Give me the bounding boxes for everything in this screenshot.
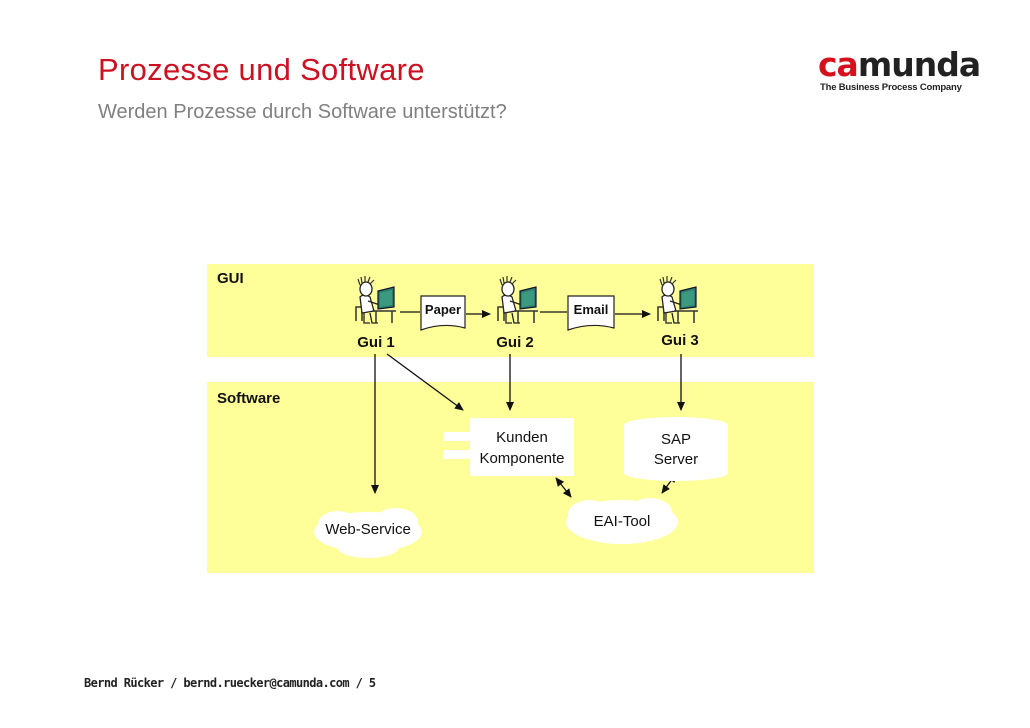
sap-server-label-line1: SAP <box>660 431 691 448</box>
user-gui3-icon <box>657 275 699 324</box>
paper-label: Paper <box>424 302 462 317</box>
webservice-cloud <box>314 508 422 558</box>
logo-tagline: The Business Process Company <box>820 82 962 93</box>
gui-band-label: GUI <box>217 270 244 287</box>
webservice-label: Web-Service <box>325 521 411 538</box>
arrow-kunden-eai <box>555 477 572 498</box>
user-gui2-icon <box>497 275 539 324</box>
footer-text: Bernd Rücker / bernd.ruecker@camunda.com… <box>84 676 376 690</box>
sap-server-shape <box>624 417 728 481</box>
logo-wordmark: camunda <box>818 45 981 84</box>
kunden-komponente-label-line1: Kunden <box>496 429 548 446</box>
software-band-label: Software <box>217 390 281 407</box>
eai-tool-cloud <box>566 498 678 544</box>
gui3-label: Gui 3 <box>661 332 699 349</box>
logo-wordmark-accent: ca <box>818 45 859 84</box>
gui2-label: Gui 2 <box>496 334 534 351</box>
page-subtitle: Werden Prozesse durch Software unterstüt… <box>98 101 507 123</box>
user-gui1-icon <box>355 275 397 324</box>
sap-server-label-line2: Server <box>653 451 699 468</box>
kunden-komponente-shape <box>443 418 574 476</box>
kunden-komponente-label-line2: Komponente <box>479 450 565 467</box>
camunda-logo: camunda The Business Process Company <box>816 46 981 96</box>
paper-document-shape <box>420 295 466 331</box>
gui1-label: Gui 1 <box>357 334 395 351</box>
eai-tool-label: EAI-Tool <box>593 513 651 530</box>
email-document-shape <box>567 295 615 331</box>
email-label: Email <box>573 302 609 317</box>
logo-wordmark-rest: munda <box>857 45 981 84</box>
page-title: Prozesse und Software <box>98 52 425 87</box>
arrow-gui1-kunden <box>386 353 464 411</box>
